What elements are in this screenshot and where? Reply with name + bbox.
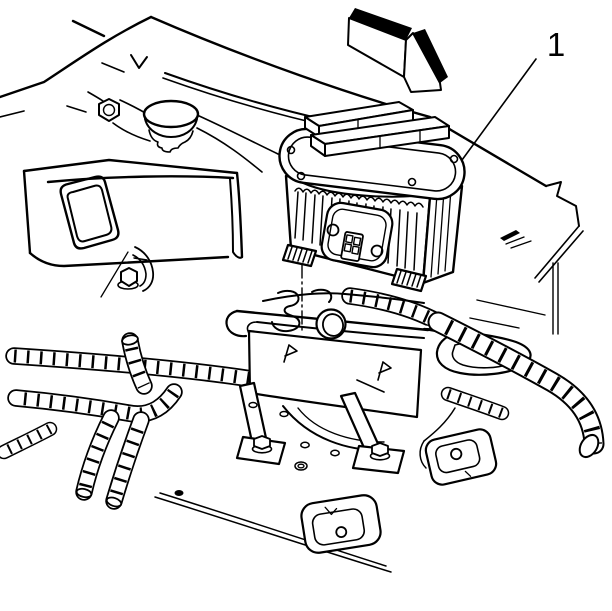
- panel-pad-right: [424, 428, 498, 486]
- callout-1: 1: [461, 26, 565, 161]
- reservoir-recess: [59, 175, 120, 250]
- coolant-reservoir: [22, 99, 244, 298]
- ecm-foot-left: [281, 243, 318, 268]
- bracket-bolt-right: [371, 442, 389, 457]
- direction-arrow-icon: [347, 8, 448, 93]
- ecm-mounting-screw: [449, 154, 459, 164]
- mounting-bracket-legs: [235, 379, 406, 475]
- flange-screw: [296, 171, 306, 181]
- ecm-top-connectors: [304, 101, 450, 157]
- panel-plate-center: [300, 494, 382, 554]
- flange-screw: [286, 145, 296, 155]
- ecm-module: [278, 101, 466, 293]
- tray-clip: [283, 344, 298, 363]
- tray-clip: [377, 361, 392, 381]
- callout-leader-line: [461, 58, 537, 161]
- ecm-connector-plate: [320, 201, 394, 269]
- wiring-harness-left: [4, 334, 252, 508]
- reservoir-cap: [142, 99, 200, 153]
- cowl-bolt: [87, 91, 153, 142]
- bracket-bolt-left: [253, 435, 271, 450]
- reservoir-bolt: [100, 246, 155, 298]
- panel-screw: [174, 490, 184, 496]
- harness-strap: [423, 407, 456, 442]
- body-panel-details: [154, 401, 498, 573]
- ecm-foot-right: [390, 267, 428, 293]
- flange-screw: [407, 177, 417, 187]
- wiring-harness-right: [438, 322, 602, 459]
- tray-notch: [271, 289, 301, 333]
- panel-hatch-mark: [500, 230, 520, 241]
- callout-1-label: 1: [547, 26, 565, 63]
